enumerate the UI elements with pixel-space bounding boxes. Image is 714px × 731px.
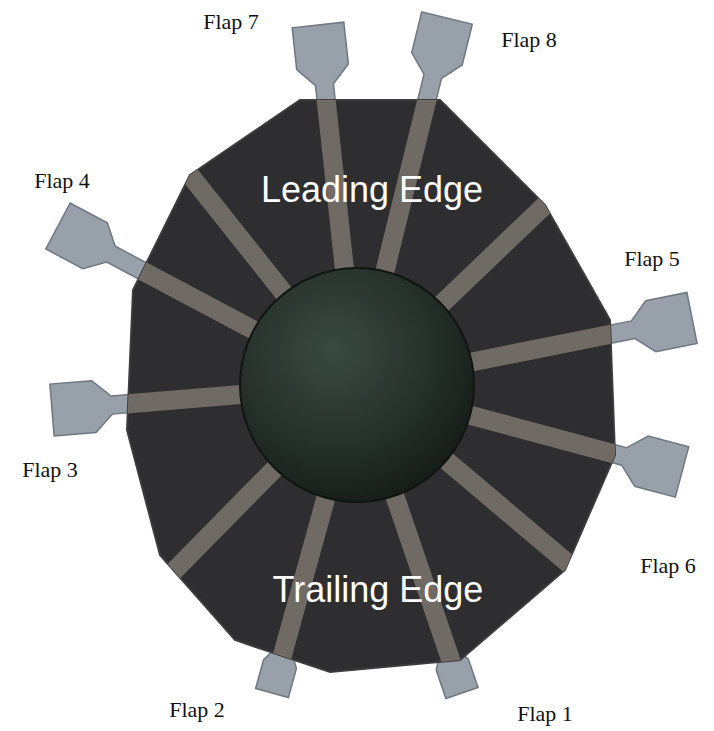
flap-label: Flap 8 <box>501 28 557 52</box>
center-sphere <box>240 268 474 502</box>
flap-label: Flap 3 <box>22 458 78 482</box>
edge-label: Leading Edge <box>261 170 483 210</box>
flap-label: Flap 2 <box>169 698 225 722</box>
flap-label: Flap 5 <box>624 247 680 271</box>
flap-label: Flap 1 <box>517 702 573 726</box>
flap-label: Flap 6 <box>640 554 696 578</box>
edge-label: Trailing Edge <box>273 570 484 610</box>
flap-label: Flap 4 <box>34 169 90 193</box>
flap-label: Flap 7 <box>203 10 259 34</box>
